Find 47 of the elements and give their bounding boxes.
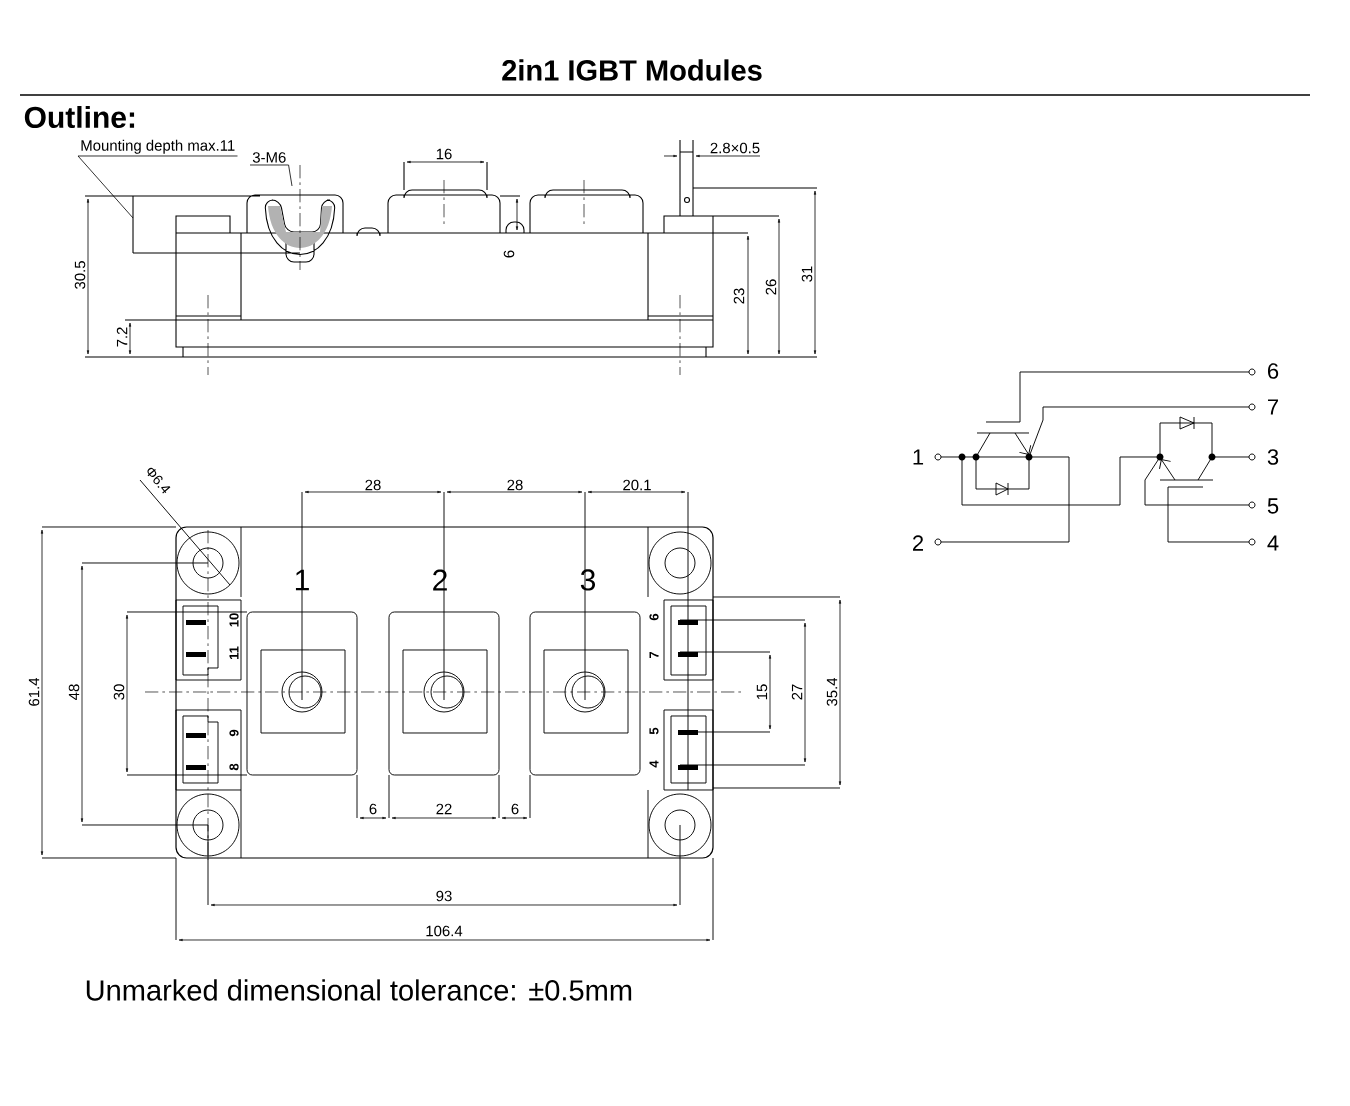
leader-label: Mounting depth max.11 — [81, 139, 235, 154]
dimension-label: 30.5 — [74, 261, 86, 289]
leader-line — [249, 164, 293, 187]
dimension-label: 23 — [733, 288, 745, 304]
dimension-label: 22 — [436, 803, 452, 815]
dimension-label: 27 — [791, 684, 803, 700]
dimension-label: 6 — [511, 803, 519, 815]
pin-number: 9 — [229, 729, 239, 737]
terminal-number: 3 — [580, 569, 596, 591]
pin-number: 10 — [229, 613, 239, 627]
dimension-label: 20.1 — [623, 479, 651, 491]
dimension-label: 26 — [765, 279, 777, 295]
dimension-label: 93 — [436, 890, 452, 902]
dimension-label: 28 — [365, 479, 381, 491]
dimension-label: 6 — [369, 803, 377, 815]
dimension-label: 16 — [436, 148, 452, 160]
terminal-number: 5 — [1267, 498, 1279, 514]
pin-number: 7 — [649, 651, 659, 659]
pin-number: 5 — [649, 727, 659, 735]
pin-number: 8 — [229, 763, 239, 771]
pin-number: 11 — [229, 646, 239, 660]
section-heading: Outline: — [24, 105, 135, 128]
dimension-label: 28 — [507, 479, 523, 491]
dimension-label: 61.4 — [28, 677, 40, 706]
leader-line — [77, 155, 238, 219]
terminal-number: 2 — [433, 569, 447, 591]
dimension-label: 7.2 — [116, 327, 128, 347]
dimension-label: 35.4 — [826, 677, 838, 706]
dimension-label: 2.8×0.5 — [710, 142, 760, 154]
dimension-label: 15 — [756, 684, 768, 700]
dimension-label: 106.4 — [426, 925, 463, 937]
terminal-number: 2 — [913, 535, 923, 551]
pin-number: 4 — [649, 760, 659, 768]
leader-label: 3-M6 — [252, 152, 286, 163]
terminal-number: 1 — [913, 449, 924, 465]
dimension-label: 31 — [801, 266, 813, 282]
dimension-label: 6 — [503, 250, 515, 258]
terminal-number: 6 — [1268, 363, 1279, 379]
title: 2in1 IGBT Modules — [502, 59, 762, 81]
terminal-number: 7 — [1268, 399, 1278, 415]
terminal-number: 1 — [295, 569, 309, 591]
pin-number: 6 — [649, 613, 659, 621]
note-text: Unmarked dimensional tolerance: ±0.5mm — [86, 979, 632, 1001]
terminal-number: 3 — [1267, 449, 1279, 465]
terminal-number: 4 — [1267, 535, 1279, 551]
dimension-label: 30 — [113, 684, 125, 700]
dimension-label: 48 — [68, 684, 80, 700]
